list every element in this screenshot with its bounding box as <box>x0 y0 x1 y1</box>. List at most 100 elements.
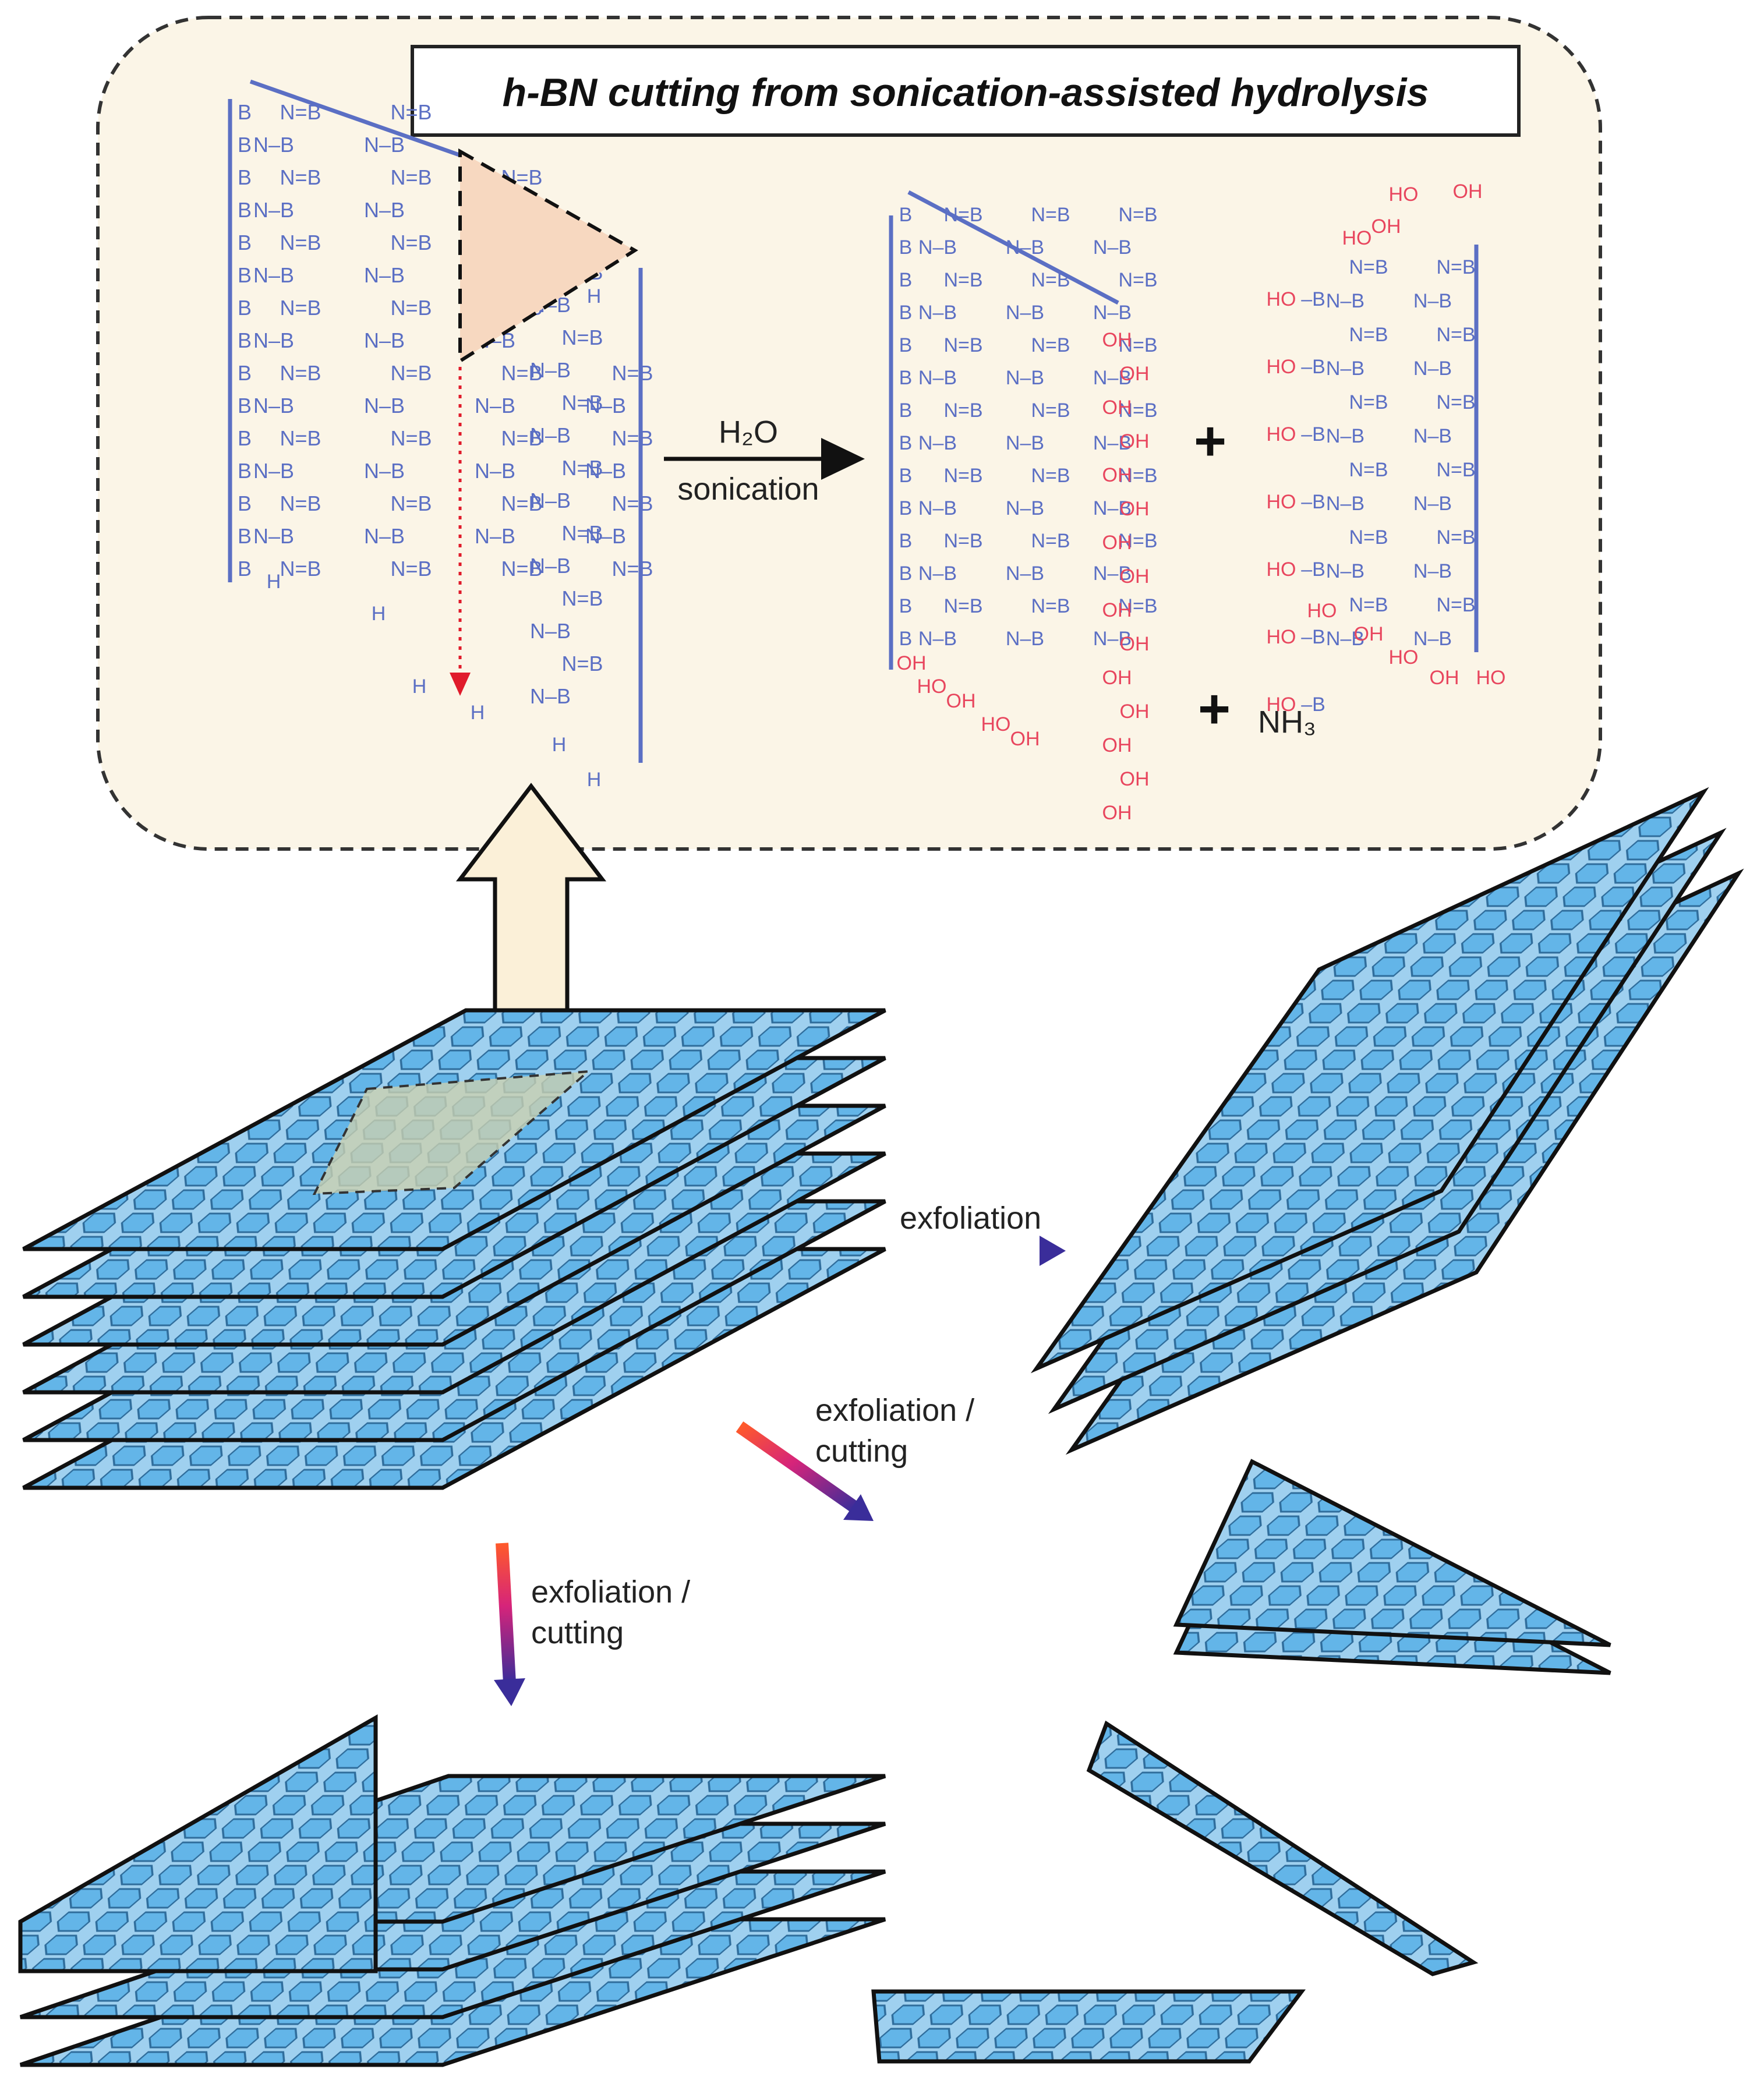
nb-bond-label: N=B <box>390 557 432 581</box>
nb-bond-label: N=B <box>1031 399 1070 422</box>
nb-bond-label: N=B <box>943 269 982 291</box>
label-exfoliation-cutting-diagonal-2: cutting <box>815 1434 908 1469</box>
nb-bond-label: N–B <box>530 684 571 708</box>
nb-bond-label: N=B <box>280 100 321 124</box>
nb-bond-label: N–B <box>585 459 626 483</box>
nb-bond-label: N–B <box>253 133 294 157</box>
nb-bond-label: N=B <box>943 204 982 226</box>
ammonia-label: NH₃ <box>1258 705 1316 740</box>
hydroxyl-label: OH <box>1102 397 1132 419</box>
nb-bond-label: N=B <box>611 491 653 515</box>
nb-bond-label: N=B <box>1118 595 1157 617</box>
title-box <box>411 45 1521 137</box>
nb-bond-label: N=B <box>1031 269 1070 291</box>
hydroxyl-label: OH <box>1430 667 1459 689</box>
strip-fragment-sheet <box>1086 1720 1479 1976</box>
nb-bond-label: N=B <box>1436 324 1475 346</box>
arrow-exfoliation <box>906 1236 1066 1266</box>
hydroxyl-label: HO <box>1267 356 1296 378</box>
nb-bond-label: N–B <box>530 358 571 382</box>
nb-bond-label: N–B <box>918 302 957 324</box>
nb-bond-label: N=B <box>390 165 432 189</box>
nb-bond-label: N=B <box>280 491 321 515</box>
nb-bond-label: N–B <box>253 263 294 287</box>
nb-bond-label: N=B <box>390 296 432 320</box>
nb-bond-label: N=B <box>1118 269 1157 291</box>
nb-bond-label: N=B <box>611 557 653 581</box>
nb-bond-label: N=B <box>501 491 542 515</box>
nb-bond-label: N=B <box>1436 594 1475 616</box>
boron-label: B <box>238 524 252 548</box>
nb-bond-label: N=B <box>943 530 982 552</box>
nb-bond-label: N=B <box>1031 465 1070 487</box>
nb-bond-label: N=B <box>561 521 603 545</box>
nb-bond-label: N–B <box>1093 628 1132 650</box>
hydrogen-label: H <box>372 603 386 625</box>
boron-label: B <box>899 236 913 259</box>
boron-label: –B <box>1301 626 1325 648</box>
boron-label: B <box>899 465 913 487</box>
nb-bond-label: N–B <box>1006 432 1044 454</box>
hydroxyl-label: OH <box>1120 363 1150 385</box>
nb-bond-label: N–B <box>918 236 957 259</box>
hydrogen-label: H <box>587 769 602 791</box>
hydroxyl-label: OH <box>1102 734 1132 756</box>
plus-sign-1: + <box>1194 410 1226 472</box>
nb-bond-label: N=B <box>501 426 542 450</box>
boron-label: B <box>899 563 913 585</box>
boron-label: –B <box>1301 356 1325 378</box>
nb-bond-label: N–B <box>918 497 957 519</box>
boron-label: B <box>899 269 913 291</box>
nb-bond-label: N–B <box>253 394 294 418</box>
hydroxyl-label: OH <box>1102 802 1132 824</box>
boron-label: B <box>238 557 252 581</box>
nb-bond-label: N–B <box>1413 628 1452 650</box>
hydroxyl-label: OH <box>1120 701 1150 723</box>
boron-label: B <box>899 399 913 422</box>
nb-bond-label: N=B <box>1436 391 1475 413</box>
hbn-lattice-intact: N=BN=BBN–BN–BBN=BN=BN=BBN–BN–BN–BBN=BN=B… <box>228 79 653 791</box>
reagent-label: H₂O <box>719 415 778 450</box>
boron-label: B <box>899 595 913 617</box>
nb-bond-label: N=B <box>561 652 603 675</box>
nb-bond-label: N–B <box>1093 302 1132 324</box>
hydroxyl-label: HO <box>917 675 947 698</box>
nb-bond-label: N=B <box>390 100 432 124</box>
nb-bond-label: N–B <box>1093 432 1132 454</box>
nb-bond-label: N–B <box>1006 367 1044 389</box>
hydroxyl-label: OH <box>1120 430 1150 452</box>
hydroxyl-label: HO <box>1267 423 1296 445</box>
exfoliated-sheets <box>1030 787 1744 1455</box>
nb-bond-label: N=B <box>1349 256 1388 278</box>
hydroxyl-label: HO <box>1267 491 1296 513</box>
label-exfoliation-cutting-down-1: exfoliation / <box>531 1575 690 1610</box>
nb-bond-label: N=B <box>561 391 603 415</box>
nb-bond-label: N–B <box>918 432 957 454</box>
cut-strip-sheet <box>1086 1720 1479 1976</box>
label-exfoliation-cutting-diagonal-1: exfoliation / <box>815 1393 974 1428</box>
hydroxyl-label: OH <box>897 652 927 674</box>
hydroxyl-label: OH <box>1010 728 1040 750</box>
nb-bond-label: N=B <box>943 399 982 422</box>
hydroxyl-label: OH <box>1102 599 1132 621</box>
nb-bond-label: N=B <box>1031 204 1070 226</box>
nb-bond-label: N=B <box>390 361 432 385</box>
nb-bond-label: N=B <box>1031 530 1070 552</box>
nb-bond-label: N=B <box>1118 530 1157 552</box>
nb-bond-label: N=B <box>1031 334 1070 356</box>
hydroxyl-label: OH <box>1120 498 1150 520</box>
boron-label: –B <box>1301 491 1325 513</box>
nb-bond-label: N=B <box>1118 465 1157 487</box>
boron-label: B <box>899 302 913 324</box>
bulk-highlight-area <box>312 1070 592 1195</box>
hydroxyl-label: HO <box>1267 626 1296 648</box>
nb-bond-label: N–B <box>918 367 957 389</box>
nb-bond-label: N=B <box>1436 526 1475 549</box>
nb-bond-label: N–B <box>253 328 294 352</box>
condition-label: sonication <box>677 472 819 507</box>
label-exfoliation-cutting-down-2: cutting <box>531 1615 624 1650</box>
hydroxyl-label: HO <box>1267 288 1296 310</box>
hydrogen-label: H <box>552 734 567 756</box>
exfoliated-sheet <box>1030 787 1709 1374</box>
nb-bond-label: N=B <box>390 491 432 515</box>
